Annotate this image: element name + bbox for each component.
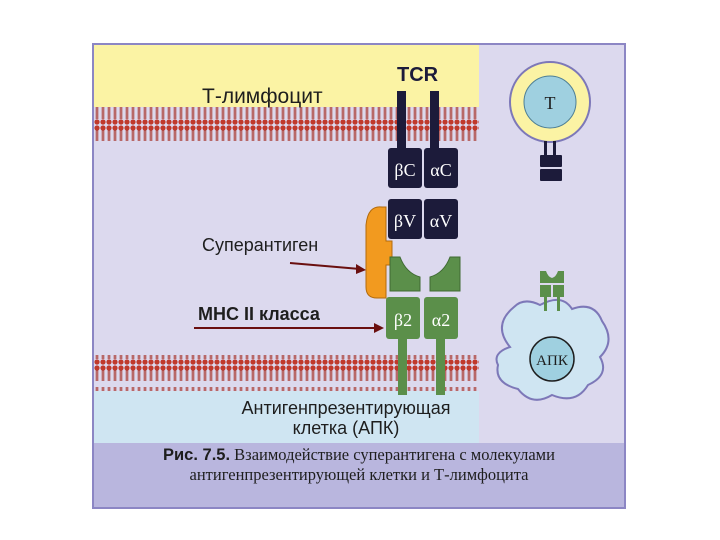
caption-band [94,443,624,507]
figure-frame: Т-лимфоцит TCR βC αC βV αV β2 α2 Суперан… [92,43,626,509]
mhc-arrowhead [374,323,384,333]
inset-tcr-stalk-right [553,141,556,155]
superantigen-shape [365,206,393,299]
t-cell-cytoplasm [94,45,479,107]
alpha-v-label: αV [430,211,452,231]
inset-apc-nucleus [529,336,575,382]
mhc-alpha2-domain [424,297,458,339]
caption-line-1: Рис. 7.5. Взаимодействие суперантигена с… [94,445,624,465]
tcr-alpha-v-domain [424,199,458,239]
inset-mhc-top-right [552,271,564,283]
beta-c-label: βC [394,160,415,180]
apc-membrane [94,355,479,391]
apc-label-line2: клетка (АПК) [293,418,400,438]
t-cell-membrane [94,107,479,147]
superantigen-arrow [289,262,361,270]
inset-mhc-alpha2 [553,285,564,297]
diagram-canvas: Т-лимфоцит TCR βC αC βV αV β2 α2 Суперан… [94,45,624,507]
caption-figure-number: Рис. 7.5. [163,446,231,464]
inset-mhc-stalk-left [544,297,547,311]
tcr-alpha-c-domain [424,148,458,188]
caption-line-2: антигенпрезентирующей клетки и Т-лимфоци… [189,465,529,484]
inset-tcr-c [540,155,562,167]
mhc-beta2-domain [386,297,420,339]
mhc-alpha1-domain [429,256,461,292]
figure-caption: Рис. 7.5. Взаимодействие суперантигена с… [94,445,624,485]
mhc-beta1-domain [389,256,421,292]
inset-tcr-stalk-left [544,141,547,155]
inset-mhc-beta2 [540,285,551,297]
alpha2-label: α2 [432,310,450,330]
mhc-beta-stalk [398,339,407,395]
inset-mhc-stalk-right [557,297,560,311]
inset-apc-label: АПК [536,353,569,369]
t-cell-label: Т-лимфоцит [202,85,323,108]
inset-tcr-v [540,169,562,181]
beta-v-label: βV [394,211,416,231]
mhc-label: МНС II класса [198,304,321,324]
inset-t-label: Т [545,93,556,113]
tcr-beta-stalk [397,91,406,149]
caption-text-1: Взаимодействие суперантигена с молекулам… [234,445,555,464]
alpha-c-label: αC [430,160,451,180]
superantigen-arrowhead [356,264,366,274]
tcr-beta-v-domain [388,199,422,239]
superantigen-label: Суперантиген [202,235,318,255]
beta2-label: β2 [394,310,412,330]
apc-cytoplasm [94,391,479,443]
inset-mhc-top-left [540,271,552,283]
tcr-alpha-stalk [430,91,439,149]
mhc-alpha-stalk [436,339,445,395]
apc-label-line1: Антигенпрезентирующая [242,398,451,418]
inset-t-nucleus [523,75,577,129]
tcr-label: TCR [397,64,439,86]
tcr-beta-c-domain [388,148,422,188]
